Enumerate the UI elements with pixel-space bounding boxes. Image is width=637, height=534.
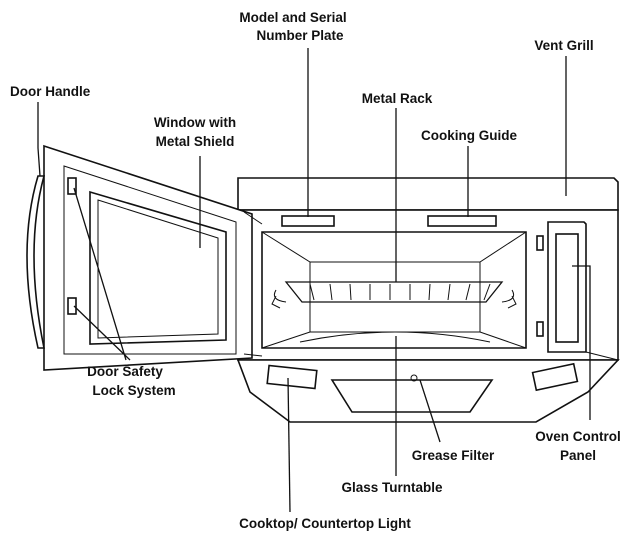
door-hinges: [243, 211, 263, 357]
open-door: [26, 144, 263, 371]
door-latch-top: [67, 177, 77, 195]
microwave-cabinet: [236, 177, 620, 423]
label-door-handle: Door Handle: [10, 84, 91, 99]
grease-filter-mesh: [330, 379, 494, 413]
cavity-back-top: [261, 231, 527, 263]
label-grease-filter: Grease Filter: [412, 448, 495, 463]
cooktop-light-left: [266, 364, 318, 390]
side-edge: [585, 351, 619, 361]
label-vent-grill: Vent Grill: [534, 38, 593, 53]
cooktop-light-right: [531, 362, 579, 392]
leader-lines: [37, 48, 591, 513]
leader-oven-control: [572, 265, 591, 420]
leader-cooktop-light: [287, 377, 291, 513]
label-window-line1: Window with: [154, 115, 236, 130]
label-cooktop-light: Cooktop/ Countertop Light: [239, 516, 411, 531]
label-cooking-guide: Cooking Guide: [421, 128, 517, 143]
vent-grill-panel: [237, 177, 619, 211]
model-serial-plate: [281, 215, 335, 227]
leader-grease-filter: [419, 379, 441, 443]
door-handle-bar: [26, 175, 46, 349]
label-door-safety-line2: Lock System: [92, 383, 175, 398]
control-panel-keypad: [555, 233, 579, 343]
label-model-plate-line2: Number Plate: [256, 28, 344, 43]
latch-slot-bottom: [536, 321, 544, 337]
filter-screw: [410, 374, 418, 382]
door-inner-frame: [63, 165, 237, 355]
leader-door-safety: [73, 187, 131, 361]
latch-slot-top: [536, 235, 544, 251]
metal-rack: [271, 281, 517, 309]
label-model-plate-line1: Model and Serial: [239, 10, 346, 25]
oven-cavity: [261, 231, 527, 349]
door-window-inner: [97, 199, 219, 339]
label-metal-rack: Metal Rack: [362, 91, 433, 106]
label-door-safety-line1: Door Safety: [87, 364, 163, 379]
label-glass-turntable: Glass Turntable: [341, 480, 443, 495]
cooking-guide-plate: [427, 215, 497, 227]
label-oven-control-line1: Oven Control: [535, 429, 621, 444]
leader-door-handle: [37, 102, 41, 177]
cavity-floor-edges: [261, 331, 527, 349]
glass-turntable-shape: [299, 331, 491, 343]
door-latch-bottom: [67, 297, 77, 315]
label-oven-control-line2: Panel: [560, 448, 596, 463]
labels: Model and Serial Number Plate Vent Grill…: [10, 10, 621, 531]
label-window-line2: Metal Shield: [156, 134, 235, 149]
